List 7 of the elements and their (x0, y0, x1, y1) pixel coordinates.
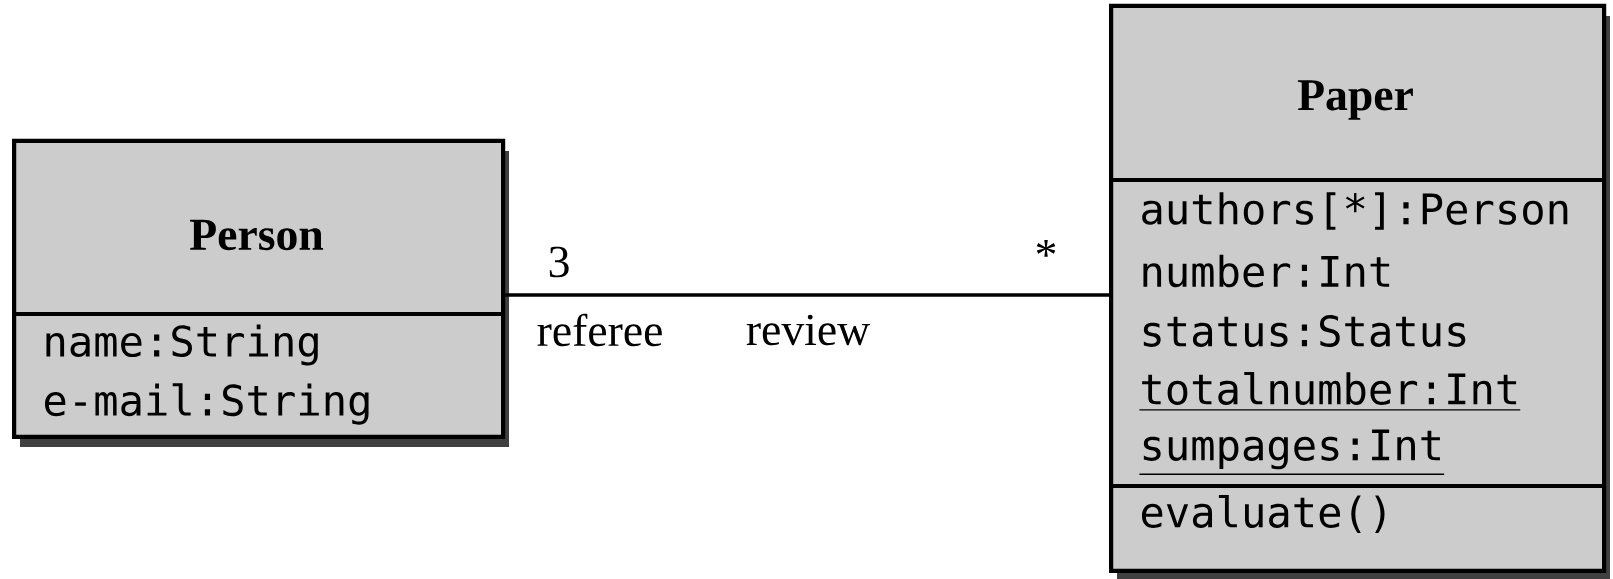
class-box: Paper authors[*]:Person number:Int status:Status totalnumber:Int sumpages:Int evaluate() (1109, 3, 1610, 579)
multiplicity: 3 (549, 246, 569, 278)
multiplicity: * (1036, 240, 1056, 257)
edge-label: review (746, 314, 870, 346)
class-box: Person name:String e-mail:String (12, 138, 509, 447)
role-name: referee (537, 313, 662, 347)
association-line (505, 293, 1109, 297)
